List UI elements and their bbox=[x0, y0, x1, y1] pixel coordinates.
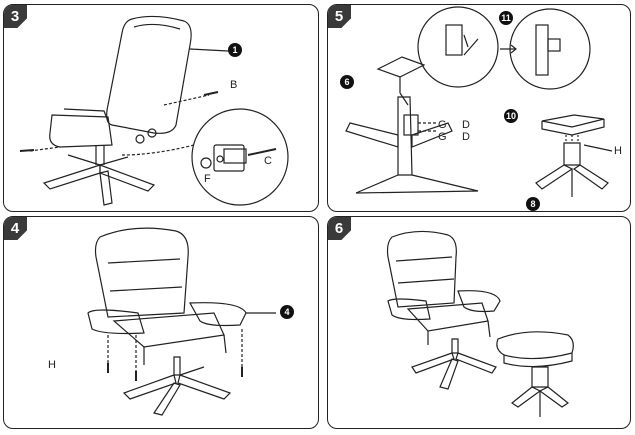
step-number-badge: 5 bbox=[328, 5, 351, 28]
assembled-chair-illustration bbox=[87, 227, 276, 416]
step-4-panel: 4 H 4 bbox=[3, 216, 319, 429]
part-label-6: 6 bbox=[340, 75, 354, 89]
base-and-footstool-assembly-illustration bbox=[345, 6, 613, 197]
part-label-h: H bbox=[614, 145, 622, 157]
step-number-badge: 4 bbox=[4, 217, 27, 240]
part-label-b: B bbox=[230, 79, 238, 91]
step-3-panel: 3 1 B C F bbox=[3, 4, 319, 212]
step-number-badge: 6 bbox=[328, 217, 351, 240]
part-label-f: F bbox=[204, 173, 211, 185]
part-label-11: 11 bbox=[499, 11, 513, 25]
step-number-badge: 3 bbox=[4, 5, 27, 28]
part-label-h: H bbox=[48, 359, 56, 371]
part-label-d-lower: D bbox=[462, 131, 470, 143]
part-label-10: 10 bbox=[504, 109, 518, 123]
part-label-g-lower: G bbox=[438, 131, 447, 143]
part-label-d-upper: D bbox=[462, 119, 470, 131]
backrest-attachment-illustration bbox=[19, 15, 289, 206]
step-5-panel: 5 11 6 G D G D 10 H 8 bbox=[327, 4, 631, 212]
part-label-g-upper: G bbox=[438, 119, 447, 131]
part-label-8: 8 bbox=[526, 197, 540, 211]
part-label-c: C bbox=[264, 155, 272, 167]
part-label-1: 1 bbox=[228, 43, 242, 57]
step-6-panel: 6 bbox=[327, 216, 631, 429]
completed-chair-and-footstool-illustration bbox=[386, 230, 574, 417]
part-label-4: 4 bbox=[280, 305, 294, 319]
